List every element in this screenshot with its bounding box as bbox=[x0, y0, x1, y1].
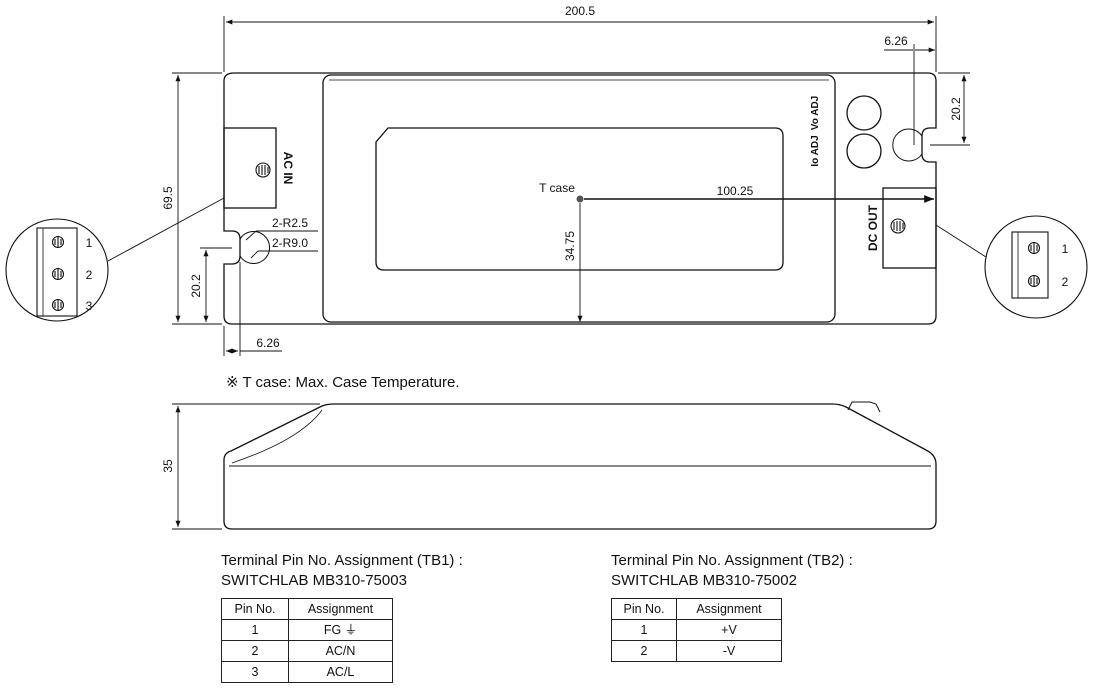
tb2-assignment-cell: +V bbox=[676, 619, 782, 641]
tb2-pin-cell: 1 bbox=[611, 619, 677, 641]
dc-out-screw-icon bbox=[890, 218, 906, 234]
tb1-assignment-cell: AC/L bbox=[288, 661, 393, 683]
tb2-title: Terminal Pin No. Assignment (TB2) : bbox=[611, 552, 853, 569]
table-row: 2 AC/N bbox=[221, 640, 393, 662]
tb1-callout-pin-3: 3 bbox=[86, 299, 93, 313]
side-outline bbox=[223, 403, 937, 530]
tcase-note: ※ T case: Max. Case Temperature. bbox=[226, 374, 460, 391]
tb2-screw-icons bbox=[1027, 241, 1041, 288]
dim-tcase-x: 100.25 bbox=[717, 184, 754, 198]
recess-panel bbox=[375, 127, 784, 271]
ac-in-terminal bbox=[223, 127, 277, 209]
tb1-screw-icons bbox=[51, 235, 65, 312]
side-top-edge bbox=[231, 409, 323, 464]
tb2-part: SWITCHLAB MB310-75002 bbox=[611, 572, 797, 589]
tcase-point bbox=[576, 195, 584, 203]
vo-adj-pot bbox=[846, 95, 882, 131]
io-adj-pot bbox=[846, 133, 882, 169]
table-row: 1 FG ⏚ bbox=[221, 619, 393, 641]
table-row: 1 +V bbox=[611, 619, 782, 641]
dim-radius-large: 2-R9.0 bbox=[272, 236, 308, 250]
side-terminal-bump bbox=[847, 401, 881, 413]
tb2-callout: 1 2 bbox=[984, 215, 1088, 319]
tb2-table: Pin No. Assignment 1 +V 2 -V bbox=[611, 598, 782, 662]
tb2-assignment-cell: -V bbox=[676, 640, 782, 662]
io-adj-label: Io ADJ bbox=[810, 135, 821, 166]
side-view bbox=[223, 401, 937, 530]
case-outline bbox=[223, 72, 937, 325]
tcase-label: T case bbox=[539, 181, 575, 195]
dim-tcase-y: 34.75 bbox=[563, 231, 577, 261]
vo-adj-label: Vo ADJ bbox=[810, 96, 821, 130]
tb1-table: Pin No. Assignment 1 FG ⏚ 2 AC/N 3 AC/L bbox=[221, 598, 393, 683]
table-row: 3 AC/L bbox=[221, 661, 393, 683]
tb1-header-pin: Pin No. bbox=[221, 598, 289, 620]
tb2-callout-pin-2: 2 bbox=[1062, 275, 1069, 289]
tb2-header-assignment: Assignment bbox=[676, 598, 782, 620]
tb1-pin-cell: 2 bbox=[221, 640, 289, 662]
tb1-assignment-cell: FG ⏚ bbox=[288, 619, 393, 641]
dim-radius-small: 2-R2.5 bbox=[272, 216, 308, 230]
dc-out-terminal bbox=[882, 187, 937, 269]
tb2-header-pin: Pin No. bbox=[611, 598, 677, 620]
tb1-callout: 1 2 3 bbox=[5, 218, 109, 322]
tb1-pin-cell: 1 bbox=[221, 619, 289, 641]
tb2-pin-cell: 2 bbox=[611, 640, 677, 662]
tb1-callout-pin-1: 1 bbox=[86, 236, 93, 250]
dim-overall-height: 69.5 bbox=[161, 186, 175, 210]
table-row: 2 -V bbox=[611, 640, 782, 662]
side-dimension bbox=[172, 403, 320, 530]
tb1-header-assignment: Assignment bbox=[288, 598, 393, 620]
ac-in-label: AC IN bbox=[281, 152, 295, 185]
dim-bottom-left-height: 20.2 bbox=[189, 274, 203, 298]
tb1-title: Terminal Pin No. Assignment (TB1) : bbox=[221, 552, 463, 569]
top-view bbox=[223, 72, 937, 325]
right-notch-arc bbox=[892, 128, 923, 162]
dc-out-label: DC OUT bbox=[866, 204, 880, 251]
dim-top-right-height: 20.2 bbox=[949, 97, 963, 121]
tb2-callout-pin-1: 1 bbox=[1062, 242, 1069, 256]
dimension-lines bbox=[107, 16, 1001, 356]
tb1-pin-cell: 3 bbox=[221, 661, 289, 683]
dim-side-height: 35 bbox=[161, 459, 175, 473]
dim-bottom-left-offset: 6.26 bbox=[256, 336, 280, 350]
tb1-part: SWITCHLAB MB310-75003 bbox=[221, 572, 407, 589]
dim-top-right-offset: 6.26 bbox=[884, 34, 908, 48]
tb1-callout-pin-2: 2 bbox=[86, 268, 93, 282]
dim-overall-width: 200.5 bbox=[565, 4, 595, 18]
left-notch-arc bbox=[239, 231, 270, 264]
terminal-screw-icons bbox=[255, 162, 906, 234]
ac-in-screw-icon bbox=[255, 162, 271, 178]
tb1-assignment-cell: AC/N bbox=[288, 640, 393, 662]
